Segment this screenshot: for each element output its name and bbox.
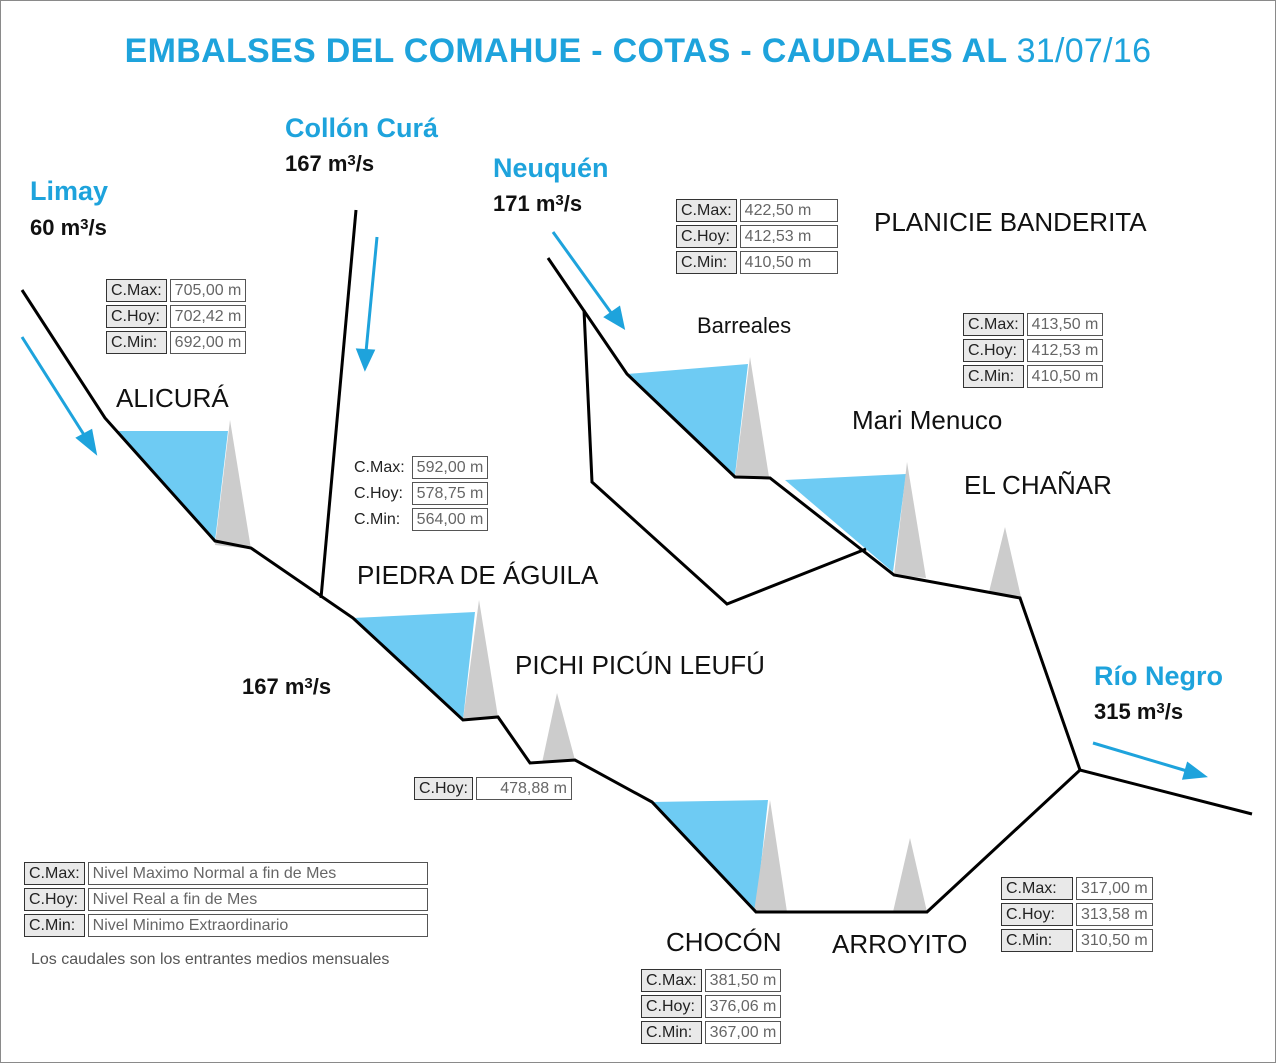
rio-negro-label: Río Negro xyxy=(1094,661,1224,691)
collon-cura-flow-arrow xyxy=(355,236,379,372)
table-row: C.Min:410,50 m xyxy=(963,365,1104,388)
table-row: C.Hoy:578,75 m xyxy=(350,482,489,505)
neuquen-label: Neuquén xyxy=(493,153,609,183)
mari-menuco-dam xyxy=(894,462,926,578)
table-row: C.Hoy:412,53 m xyxy=(676,225,838,248)
table-row: C.Min:692,00 m xyxy=(106,331,247,354)
barreales-dam xyxy=(735,357,769,477)
collon-cura-flow: 167 m3/s xyxy=(285,151,375,176)
piedra-reservoir xyxy=(353,612,475,720)
arroyito-name: ARROYITO xyxy=(832,929,968,959)
alicura-levels-table: C.Max:705,00 m C.Hoy:702,42 m C.Min:692,… xyxy=(106,276,247,357)
alicura-name: ALICURÁ xyxy=(116,383,229,413)
title-date: 31/07/16 xyxy=(1016,32,1152,70)
planicie-levels-table: C.Max:422,50 m C.Hoy:412,53 m C.Min:410,… xyxy=(676,196,838,277)
table-row: C.Hoy:412,53 m xyxy=(963,339,1104,362)
title-main: EMBALSES DEL COMAHUE - COTAS - CAUDALES … xyxy=(124,32,1007,70)
arroyito-levels-table: C.Max:317,00 m C.Hoy:313,58 m C.Min:310,… xyxy=(1001,874,1153,955)
table-row: C.Max:413,50 m xyxy=(963,313,1104,336)
table-row: C.Max:Nivel Maximo Normal a fin de Mes xyxy=(24,862,428,885)
chocon-reservoir xyxy=(652,800,768,910)
planicie-name: PLANICIE BANDERITA xyxy=(874,207,1147,237)
limay-label: Limay xyxy=(30,176,109,206)
table-row: C.Hoy:313,58 m xyxy=(1001,903,1153,926)
alicura-dam xyxy=(215,420,251,549)
table-row: C.Hoy:702,42 m xyxy=(106,305,247,328)
table-row: C.Max:422,50 m xyxy=(676,199,838,222)
table-row: C.Hoy:Nivel Real a fin de Mes xyxy=(24,888,428,911)
table-row: C.Hoy:478,88 m xyxy=(414,777,572,800)
el-chanar-name: EL CHAÑAR xyxy=(964,470,1112,500)
legend-table: C.Max:Nivel Maximo Normal a fin de Mes C… xyxy=(24,859,428,940)
table-row: C.Min:367,00 m xyxy=(641,1021,782,1044)
barreales-name: Barreales xyxy=(697,313,792,338)
page-title: EMBALSES DEL COMAHUE - COTAS - CAUDALES … xyxy=(0,32,1276,71)
barreales-reservoir xyxy=(627,364,748,475)
rio-negro-flow: 315 m3/s xyxy=(1094,699,1184,724)
neuquen-river-line xyxy=(546,257,1082,771)
mari-menuco-levels-table: C.Max:413,50 m C.Hoy:412,53 m C.Min:410,… xyxy=(963,310,1104,391)
chocon-name: CHOCÓN xyxy=(666,927,782,957)
el-chanar-dam xyxy=(989,527,1021,597)
table-row: C.Max:381,50 m xyxy=(641,969,782,992)
table-row: C.Min:410,50 m xyxy=(676,251,838,274)
limay-river-line xyxy=(20,289,1253,914)
neuquen-branch-line xyxy=(582,309,867,606)
collon-cura-label: Collón Curá xyxy=(285,113,438,143)
neuquen-flow: 171 m3/s xyxy=(493,191,583,216)
mari-menuco-reservoir xyxy=(785,474,906,572)
chocon-dam xyxy=(754,800,787,912)
rio-negro-flow-arrow xyxy=(1092,741,1208,780)
neuquen-flow-arrow xyxy=(551,231,626,331)
table-row: C.Min:Nivel Minimo Extraordinario xyxy=(24,914,428,937)
piedra-name: PIEDRA DE ÁGUILA xyxy=(357,560,599,590)
chocon-levels-table: C.Max:381,50 m C.Hoy:376,06 m C.Min:367,… xyxy=(641,966,782,1047)
table-row: C.Hoy:376,06 m xyxy=(641,995,782,1018)
table-row: C.Max:705,00 m xyxy=(106,279,247,302)
alicura-reservoir xyxy=(116,431,228,541)
table-row: C.Min:310,50 m xyxy=(1001,929,1153,952)
piedra-dam xyxy=(463,600,498,720)
pichi-dam xyxy=(542,693,575,763)
collon-cura-river-line xyxy=(319,209,358,599)
legend-note: Los caudales son los entrantes medios me… xyxy=(31,951,390,968)
mari-menuco-name: Mari Menuco xyxy=(852,405,1003,435)
limay-mid-flow: 167 m3/s xyxy=(242,674,332,699)
limay-flow: 60 m3/s xyxy=(30,215,107,240)
arroyito-dam xyxy=(893,838,927,912)
pichi-name: PICHI PICÚN LEUFÚ xyxy=(515,650,765,680)
table-row: C.Min:564,00 m xyxy=(350,508,489,531)
piedra-levels-table: C.Max:592,00 m C.Hoy:578,75 m C.Min:564,… xyxy=(350,453,489,534)
pichi-levels-table: C.Hoy:478,88 m xyxy=(414,774,572,803)
table-row: C.Max:317,00 m xyxy=(1001,877,1153,900)
table-row: C.Max:592,00 m xyxy=(350,456,489,479)
limay-flow-arrow xyxy=(20,336,98,456)
